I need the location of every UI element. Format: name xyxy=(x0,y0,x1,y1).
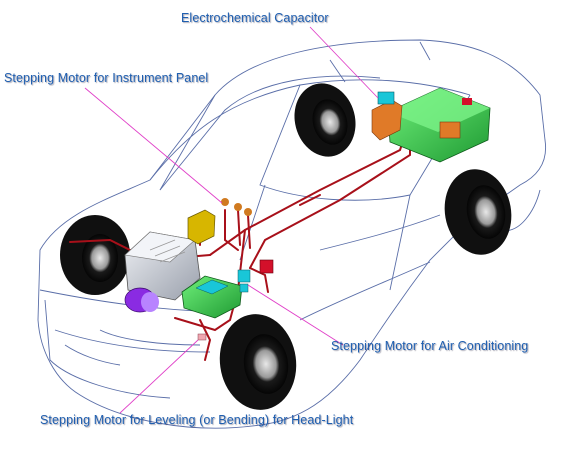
rear-tire xyxy=(294,83,356,157)
headlight-motor-label: Stepping Motor for Leveling (or Bending)… xyxy=(40,413,354,427)
instrument-panel-motor-label: Stepping Motor for Instrument Panel xyxy=(4,71,209,85)
relay-box xyxy=(259,259,274,274)
rear-right-tire xyxy=(444,169,512,255)
air-conditioning-motor-label: Stepping Motor for Air Conditioning xyxy=(331,339,529,353)
instrument-panel-motor-unit xyxy=(187,198,252,245)
purple-stepping-motor xyxy=(124,287,159,313)
electrochemical-capacitor-label: Electrochemical Capacitor xyxy=(181,11,329,25)
instrument-panel-leader-line xyxy=(84,87,223,204)
front-right-tire xyxy=(219,314,297,410)
air-conditioning-leader-line xyxy=(247,284,344,346)
capacitor-leader-line xyxy=(309,26,379,99)
leader-lines xyxy=(84,26,379,414)
battery xyxy=(124,231,201,301)
electrochemical-capacitor xyxy=(371,87,491,163)
headlight-leader-line xyxy=(119,339,199,414)
front-left-tire xyxy=(60,215,130,295)
car-body-outline xyxy=(37,39,547,429)
control-unit xyxy=(181,269,251,319)
headlight-connector xyxy=(197,333,207,341)
